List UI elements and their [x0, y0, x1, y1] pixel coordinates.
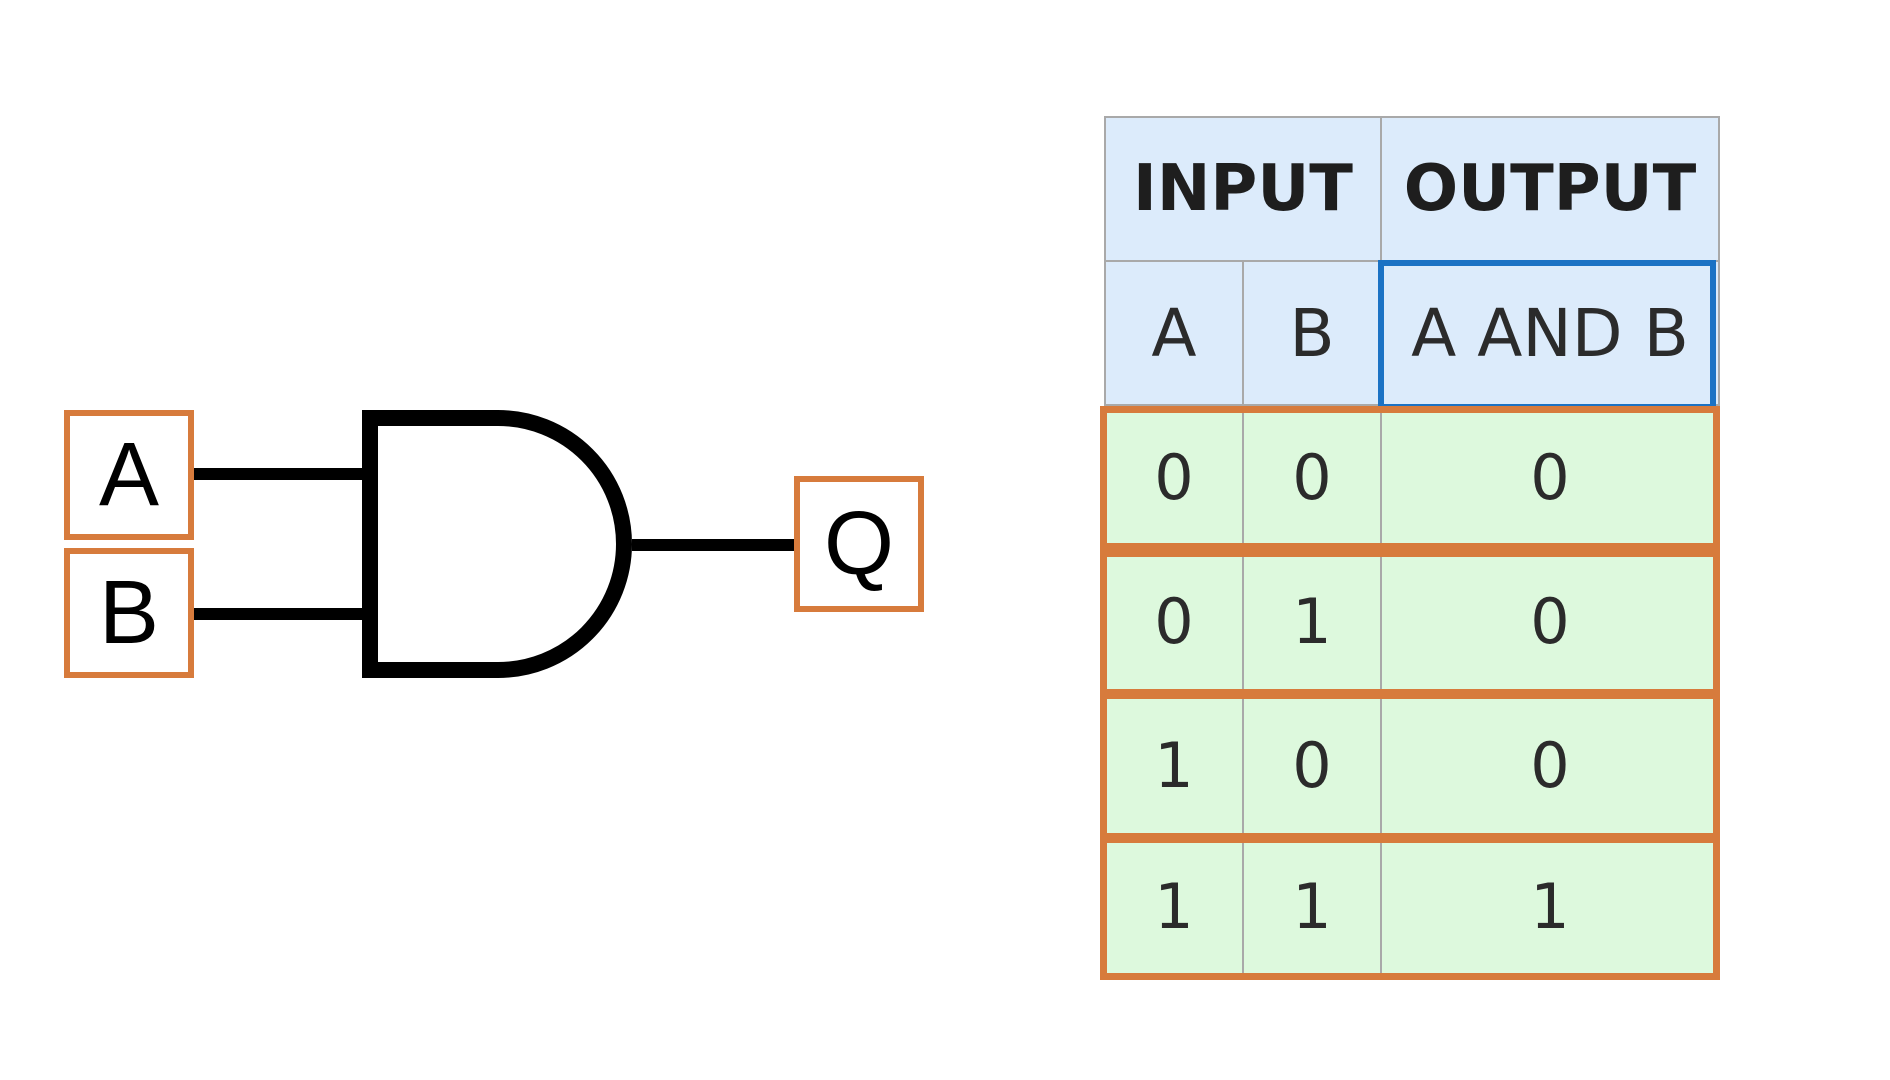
- table-cell: 0: [1104, 550, 1244, 694]
- column-header-a-and-b: A AND B: [1382, 262, 1720, 406]
- input-b-label: B: [64, 548, 194, 678]
- table-cell: 1: [1244, 550, 1382, 694]
- and-gate-diagram: [194, 410, 794, 678]
- table-cell: 0: [1244, 694, 1382, 838]
- and-gate-symbol: [362, 410, 632, 678]
- input-a-label: A: [64, 410, 194, 540]
- column-header-b: B: [1244, 262, 1382, 406]
- table-cell: 0: [1104, 406, 1244, 550]
- table-cell: 0: [1244, 406, 1382, 550]
- table-cell: 0: [1382, 406, 1720, 550]
- output-group-header: OUTPUT: [1382, 116, 1720, 262]
- table-cell: 1: [1104, 694, 1244, 838]
- table-cell: 1: [1104, 838, 1244, 976]
- table-cell: 1: [1382, 838, 1720, 976]
- table-cell: 0: [1382, 550, 1720, 694]
- column-header-a: A: [1104, 262, 1244, 406]
- output-q-label: Q: [794, 476, 924, 612]
- truth-table: INPUT OUTPUT A B A AND B 0 0 0 0 1 0 1 0…: [1100, 116, 1720, 980]
- table-cell: 0: [1382, 694, 1720, 838]
- table-cell: 1: [1244, 838, 1382, 976]
- input-group-header: INPUT: [1104, 116, 1382, 262]
